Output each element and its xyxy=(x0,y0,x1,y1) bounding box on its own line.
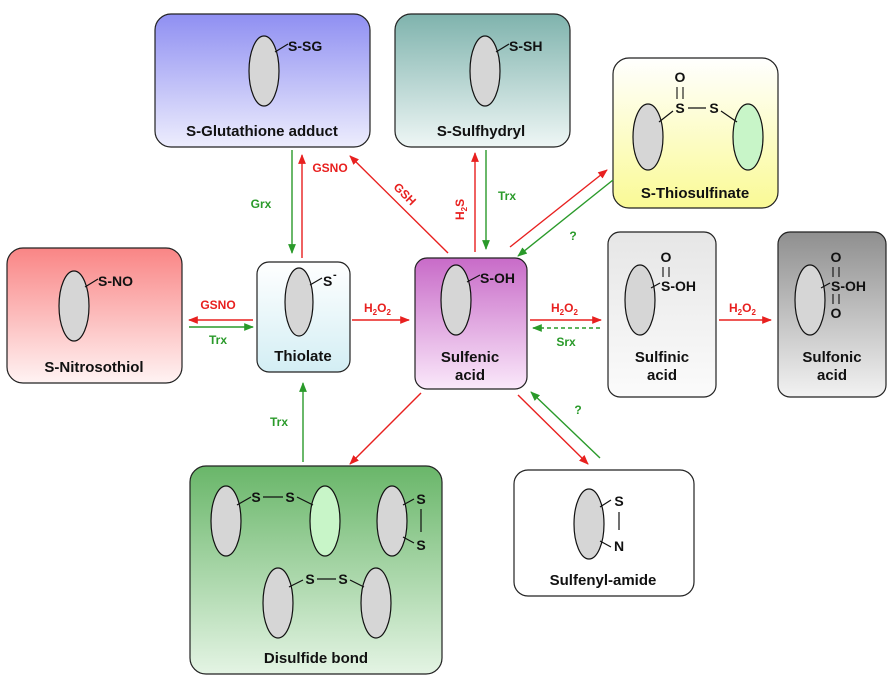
arrow-sulfenic-to-disulfide xyxy=(349,392,422,465)
box-sulfonic-acid: O S-OH O Sulfonic acid xyxy=(777,231,887,398)
box-s-sulfhydryl: S-SH S-Sulfhydryl xyxy=(394,13,571,148)
protein-oval xyxy=(469,35,501,107)
arrow-sulfenic-to-thiosulfinate xyxy=(509,169,608,248)
grx-label: Grx xyxy=(251,197,272,211)
srx-label: Srx xyxy=(556,335,576,349)
box-s-glutathione-adduct: S-SG S-Glutathione adduct xyxy=(154,13,371,148)
h2o2-label-2: H2O2 xyxy=(551,301,578,317)
s-nitrosothiol-label: S-Nitrosothiol xyxy=(44,359,143,376)
sulfinic-label-line1: Sulfinic xyxy=(635,349,689,366)
h2o2-sub1: 2 xyxy=(373,308,378,317)
h2o2-sub2: 2 xyxy=(751,308,756,317)
sulfur-atom: S xyxy=(251,489,260,505)
h2o2-h: H xyxy=(729,301,738,315)
arrow-sulfenic-to-sulfenyl-amide xyxy=(517,394,589,465)
gsh-label: GSH xyxy=(391,180,419,208)
protein-oval xyxy=(376,485,408,557)
arrow-thiosulfinate-to-sulfenic xyxy=(517,179,614,257)
box-disulfide-bond: S S S S S S Disulfide bond xyxy=(189,465,443,675)
s-oh-group: S-OH xyxy=(661,278,696,294)
h2o2-sub1: 2 xyxy=(738,308,743,317)
question-label-sulfenylamide: ? xyxy=(574,403,581,417)
thiolate-s: S xyxy=(323,273,332,289)
thiolate-charge: - xyxy=(333,269,337,281)
s-thiosulfinate-label: S-Thiosulfinate xyxy=(641,185,749,202)
box-sulfenyl-amide: S N Sulfenyl-amide xyxy=(513,469,695,597)
arrow-gsh-sulfenic-to-glutathione xyxy=(349,155,449,254)
oxygen-atom: O xyxy=(675,69,686,85)
sulfur-atom: S xyxy=(285,489,294,505)
sulfur-atom-1: S xyxy=(675,100,684,116)
s-sg-group: S-SG xyxy=(288,38,322,54)
sulfonic-label-line2: acid xyxy=(817,367,847,384)
protein-oval xyxy=(440,264,472,336)
protein-oval xyxy=(794,264,826,336)
protein-oval xyxy=(632,103,664,171)
trx-label-disulfide: Trx xyxy=(270,415,288,429)
box-sulfenic-acid: S-OH Sulfenic acid xyxy=(414,257,528,390)
sulfenic-label-line1: Sulfenic xyxy=(441,349,499,366)
h2o2-sub1: 2 xyxy=(560,308,565,317)
h2o2-o: O xyxy=(564,301,573,315)
h2o2-h: H xyxy=(551,301,560,315)
sulfur-atom: S xyxy=(416,537,425,553)
sulfur-atom-2: S xyxy=(709,100,718,116)
box-s-thiosulfinate: O S S S-Thiosulfinate xyxy=(612,57,779,209)
sulfur-atom: S xyxy=(416,491,425,507)
partner-protein-oval xyxy=(732,103,764,171)
protein-oval xyxy=(284,267,314,337)
trx-label-sulfhydryl: Trx xyxy=(498,189,516,203)
box-s-nitrosothiol: S-NO S-Nitrosothiol xyxy=(6,247,183,384)
arrow-sulfenyl-amide-to-sulfenic xyxy=(530,391,601,459)
protein-oval xyxy=(58,270,90,342)
sulfenic-label-line2: acid xyxy=(455,367,485,384)
h2s-h: H xyxy=(453,211,467,220)
h2s-s: S xyxy=(453,199,467,207)
gsno-label-top: GSNO xyxy=(312,161,347,175)
oxygen-atom-bottom: O xyxy=(831,305,842,321)
partner-protein-oval xyxy=(309,485,341,557)
box-thiolate: S - Thiolate xyxy=(256,261,351,373)
sulfinic-label-line2: acid xyxy=(647,367,677,384)
protein-oval xyxy=(360,567,392,639)
oxygen-atom-top: O xyxy=(831,249,842,265)
protein-oval xyxy=(573,488,605,560)
sulfur-atom: S xyxy=(305,571,314,587)
protein-oval xyxy=(210,485,242,557)
gsno-label-left: GSNO xyxy=(200,298,235,312)
s-oh-group: S-OH xyxy=(480,270,515,286)
sulfur-atom: S xyxy=(338,571,347,587)
s-oh-group: S-OH xyxy=(831,278,866,294)
sulfonic-label-line1: Sulfonic xyxy=(802,349,861,366)
protein-oval xyxy=(262,567,294,639)
s-no-group: S-NO xyxy=(98,273,133,289)
h2s-label: H2S xyxy=(453,199,469,220)
sulfenyl-amide-label: Sulfenyl-amide xyxy=(550,572,657,589)
h2o2-sub2: 2 xyxy=(573,308,578,317)
protein-oval xyxy=(248,35,280,107)
protein-oval xyxy=(624,264,656,336)
h2o2-o: O xyxy=(377,301,386,315)
h2o2-h: H xyxy=(364,301,373,315)
h2o2-sub2: 2 xyxy=(386,308,391,317)
trx-label-left: Trx xyxy=(209,333,227,347)
s-sh-group: S-SH xyxy=(509,38,542,54)
s-sulfhydryl-label: S-Sulfhydryl xyxy=(437,123,525,140)
oxygen-atom: O xyxy=(661,249,672,265)
h2o2-label-1: H2O2 xyxy=(364,301,391,317)
s-glutathione-adduct-label: S-Glutathione adduct xyxy=(186,123,338,140)
sulfur-atom: S xyxy=(614,493,623,509)
nitrogen-atom: N xyxy=(614,538,624,554)
disulfide-bond-label: Disulfide bond xyxy=(264,650,368,667)
h2o2-label-3: H2O2 xyxy=(729,301,756,317)
thiolate-label: Thiolate xyxy=(274,348,332,365)
question-label-thiosulfinate: ? xyxy=(569,229,576,243)
box-sulfinic-acid: O S-OH Sulfinic acid xyxy=(607,231,717,398)
h2o2-o: O xyxy=(742,301,751,315)
h2s-subscript: 2 xyxy=(460,206,469,211)
